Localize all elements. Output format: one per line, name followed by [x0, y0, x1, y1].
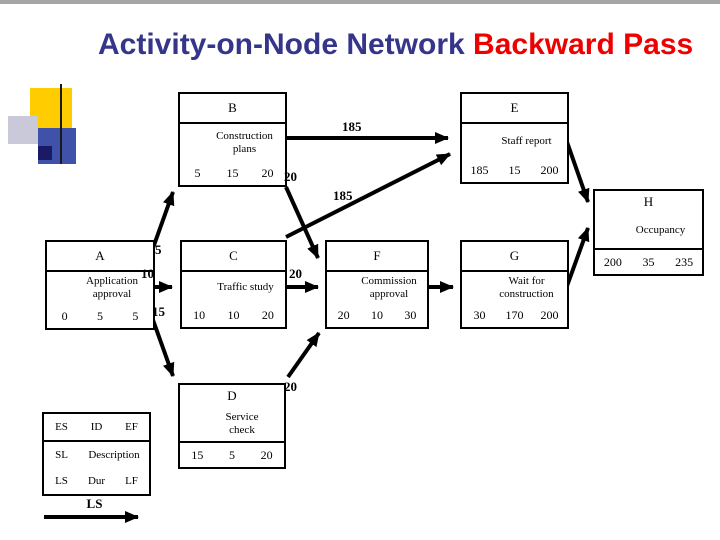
- edge-label-d-f: 20: [284, 379, 297, 394]
- arrow-a-to-b: [151, 191, 175, 249]
- arrow-e-to-h: [565, 141, 590, 203]
- edge-label-c-e: 185: [333, 188, 353, 203]
- node-g-id: G: [462, 242, 567, 272]
- node-f-values: 20 10 30: [327, 303, 427, 327]
- edge-label-b-f: 20: [284, 169, 297, 184]
- node-d-id: D: [227, 388, 237, 403]
- node-d-description: Service check: [225, 411, 259, 436]
- arrow-d-to-f: [286, 331, 321, 379]
- node-d: D Service check 15 5 20: [178, 383, 286, 469]
- node-c-id: C: [182, 242, 285, 272]
- legend-axis-label: LS: [86, 496, 103, 511]
- node-c-ls: 10: [193, 307, 206, 322]
- arrow-a-to-d: [151, 319, 175, 377]
- node-b-dur: 15: [226, 165, 239, 180]
- node-g-lf: 200: [540, 307, 559, 322]
- node-e: E Staff report 185 15 200: [460, 92, 569, 184]
- legend-sl: SL: [55, 449, 68, 461]
- node-e-ls: 185: [470, 162, 489, 177]
- edge-label-c-f: 20: [289, 266, 302, 281]
- node-b-id: B: [180, 94, 285, 124]
- node-g-dur: 170: [505, 307, 524, 322]
- node-h-id: H: [643, 194, 654, 209]
- node-h-values: 200 35 235: [595, 248, 702, 274]
- node-a-values: 0 5 5: [47, 304, 153, 328]
- arrow-g-to-h: [565, 227, 590, 287]
- node-a-description: Application approval: [86, 275, 138, 300]
- node-g-description: Wait for construction: [499, 274, 554, 300]
- node-f-lf: 30: [404, 307, 417, 322]
- node-e-values: 185 15 200: [462, 158, 567, 182]
- edge-label-b-e: 185: [342, 119, 362, 134]
- title-accent: Backward Pass: [473, 28, 694, 61]
- legend-description: Description: [88, 449, 140, 461]
- node-g: G Wait for construction 30 170 200: [460, 240, 569, 329]
- node-e-description: Staff report: [501, 134, 552, 147]
- edge-label-a-c: 10: [141, 266, 154, 281]
- node-a-id: A: [47, 242, 153, 272]
- legend-lf: LF: [125, 475, 138, 487]
- node-c-description: Traffic study: [217, 281, 274, 293]
- node-b-description: Construction plans: [216, 129, 273, 155]
- node-f-id: F: [327, 242, 427, 272]
- legend-box: ES ID EF SL Description LS Dur LF: [42, 412, 151, 496]
- legend-dur: Dur: [87, 475, 106, 487]
- legend-ls: LS: [55, 475, 68, 487]
- node-f-dur: 10: [370, 307, 383, 322]
- navy-square-decoration: [38, 146, 52, 160]
- node-h-description: Occupancy: [635, 224, 686, 236]
- node-c-lf: 20: [261, 307, 274, 322]
- horizontal-rule-decoration: [0, 0, 720, 4]
- title-main: Activity-on-Node Network: [98, 28, 465, 61]
- node-f: F Commission approval 20 10 30: [325, 240, 429, 329]
- node-g-values: 30 170 200: [462, 303, 567, 327]
- node-d-ls: 15: [191, 447, 204, 462]
- silver-square-decoration: [8, 116, 38, 144]
- slide-title: Activity-on-Node Network Backward Pass: [98, 28, 713, 62]
- node-b-lf: 20: [261, 165, 274, 180]
- arrow-b-to-f: [284, 186, 320, 259]
- node-h-lf: 235: [675, 254, 694, 269]
- node-h: H Occupancy 200 35 235: [593, 189, 704, 276]
- node-h-dur: 35: [642, 254, 655, 269]
- node-a-lf: 5: [132, 308, 139, 323]
- node-e-lf: 200: [540, 162, 559, 177]
- edge-label-a-d: 15: [152, 304, 165, 319]
- legend-id: ID: [90, 421, 103, 433]
- node-a: A Application approval 0 5 5: [45, 240, 155, 330]
- node-g-ls: 30: [473, 307, 486, 322]
- legend-row-bottom: LS Dur LF: [44, 468, 149, 494]
- legend-ef: EF: [125, 421, 138, 433]
- node-d-values: 15 5 20: [180, 441, 284, 467]
- vertical-rule-decoration: [60, 84, 62, 164]
- node-c-values: 10 10 20: [182, 303, 285, 327]
- node-b-values: 5 15 20: [180, 161, 285, 185]
- node-d-lf: 20: [260, 447, 273, 462]
- node-f-description: Commission approval: [361, 274, 417, 300]
- node-c-dur: 10: [227, 307, 240, 322]
- node-a-dur: 5: [96, 308, 103, 323]
- node-h-ls: 200: [603, 254, 622, 269]
- node-e-dur: 15: [508, 162, 521, 177]
- node-e-id: E: [462, 94, 567, 124]
- arrow-c-to-e: [285, 152, 451, 239]
- edge-label-a-b: 5: [155, 242, 162, 257]
- node-a-ls: 0: [61, 308, 68, 323]
- legend-row-middle: SL Description: [44, 442, 149, 468]
- node-d-dur: 5: [229, 447, 235, 462]
- legend-row-top: ES ID EF: [44, 414, 149, 442]
- legend-es: ES: [55, 421, 68, 433]
- node-c: C Traffic study 10 10 20: [180, 240, 287, 329]
- node-f-ls: 20: [337, 307, 350, 322]
- node-b: B Construction plans 5 15 20: [178, 92, 287, 187]
- node-b-ls: 5: [194, 165, 201, 180]
